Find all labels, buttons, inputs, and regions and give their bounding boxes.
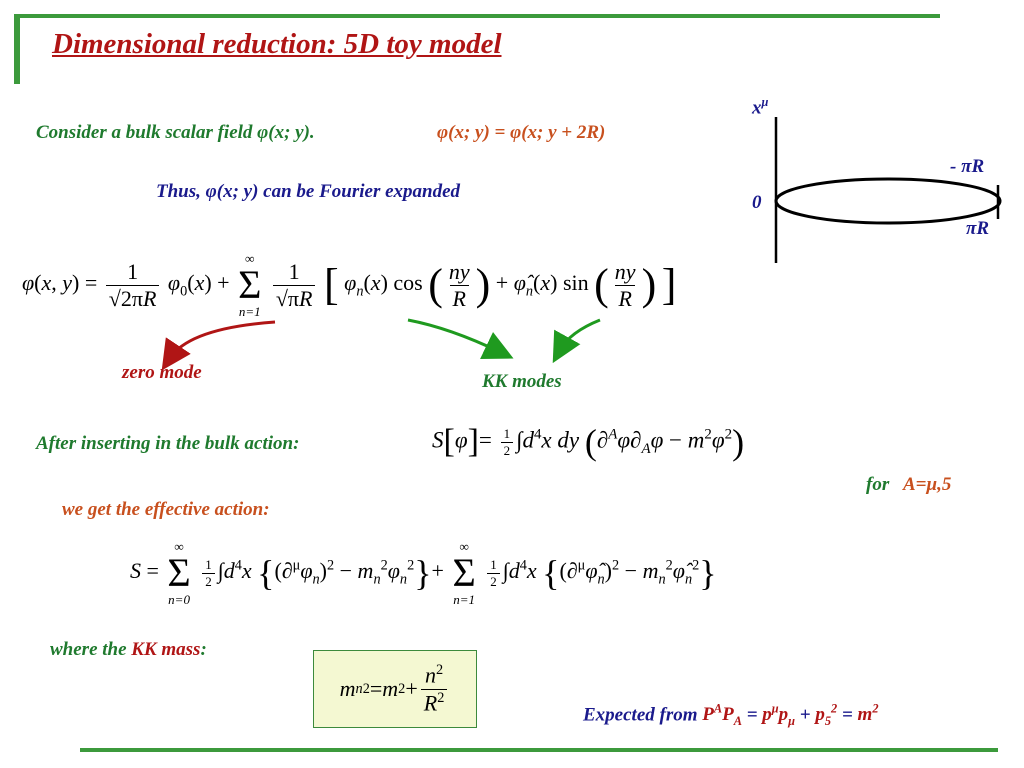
effective-action-text: we get the effective action: [62,499,270,520]
x-mu-label: xμ [752,95,769,119]
zero-mode-label: zero mode [122,362,202,383]
kk-arrow-right [552,318,601,364]
top-bar [14,14,940,18]
kk-arrow-left [407,318,514,360]
for-label: for [866,474,890,495]
bottom-bar [80,748,998,752]
kk-label: KK mass [131,639,201,660]
pi-r-label: πR [966,218,990,239]
index-range: A=μ,5 [903,474,952,495]
kk-mass-text: where the KK mass: [50,639,207,660]
mode-arrows [161,318,601,371]
periodicity-text: φ(x; y) = φ(x; y + 2R) [437,122,606,143]
extra-dimension-diagram [774,117,1002,263]
left-bar [14,14,20,84]
zero-mode-arrow [161,320,276,371]
after-inserting-text: After inserting in the bulk action: [36,433,300,454]
bulk-field-text: Consider a bulk scalar field φ(x; y). [36,122,315,143]
momentum-relation: PAPA [702,702,742,729]
minus-pi-r-label: - πR [950,156,985,177]
origin-label: 0 [752,192,762,213]
kk-modes-label: KK modes [482,371,562,392]
fourier-text: Thus, φ(x; y) can be Fourier expanded [156,181,461,202]
expected-from-text: Expected from PAPA = pμpμ + p52 = m2 [583,702,879,729]
compact-circle [774,177,1002,225]
page-title: Dimensional reduction: 5D toy model [52,28,502,60]
